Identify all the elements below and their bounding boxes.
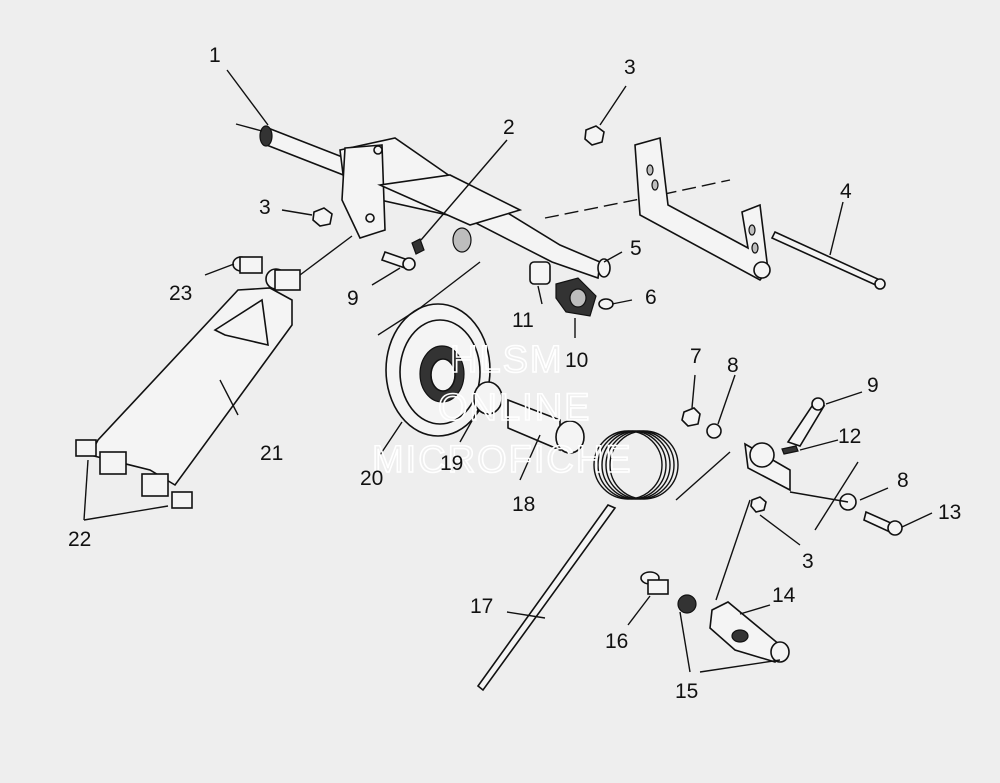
callout-5: 5 xyxy=(630,237,642,260)
callout-3-left: 3 xyxy=(259,196,271,219)
callout-22: 22 xyxy=(68,528,91,551)
arm-link xyxy=(744,442,791,492)
spacer-18 xyxy=(507,398,585,454)
bolt-13 xyxy=(863,510,903,536)
end-cap-10 xyxy=(555,277,597,317)
bracket-14 xyxy=(709,601,790,663)
bushings-23 xyxy=(232,256,301,291)
callout-3-right: 3 xyxy=(802,550,814,573)
callout-8-top: 8 xyxy=(727,354,739,377)
callout-10: 10 xyxy=(565,349,588,372)
callout-2: 2 xyxy=(503,116,515,139)
callout-18: 18 xyxy=(512,493,535,516)
idler-wheel-20 xyxy=(385,303,491,437)
callout-14: 14 xyxy=(772,584,796,607)
callout-9-right: 9 xyxy=(867,374,879,397)
callout-21: 21 xyxy=(260,442,283,465)
callout-3-top: 3 xyxy=(624,56,636,79)
watermark-line-3: MICROFICHE xyxy=(372,439,633,481)
washer-15 xyxy=(677,594,697,614)
callout-15: 15 xyxy=(675,680,698,703)
callout-numbers: 1 2 3 3 3 4 5 6 7 8 8 9 9 10 11 12 13 14… xyxy=(68,44,961,703)
bushing-16 xyxy=(640,571,669,595)
rod-4 xyxy=(770,230,886,290)
callout-19: 19 xyxy=(440,452,463,475)
pin-12 xyxy=(781,445,799,455)
torsion-spring-17 xyxy=(476,430,679,692)
nut-7 xyxy=(681,407,701,427)
callout-16: 16 xyxy=(605,630,628,653)
nut-3-left xyxy=(312,207,333,227)
rear-bracket xyxy=(634,136,771,282)
washer-8-top xyxy=(706,423,722,439)
leader-lines xyxy=(83,69,933,673)
bushing-11 xyxy=(529,261,551,285)
bolt-9-left xyxy=(380,250,416,271)
callout-20: 20 xyxy=(360,467,383,490)
callout-8-right: 8 xyxy=(897,469,909,492)
callout-23: 23 xyxy=(169,282,192,305)
bushings-22 xyxy=(75,439,193,509)
callout-13: 13 xyxy=(938,501,961,524)
callout-17: 17 xyxy=(470,595,493,618)
ring-6 xyxy=(598,298,614,310)
bolt-9-right xyxy=(786,397,826,447)
watermark-line-2: ONLINE xyxy=(438,387,591,429)
callout-12: 12 xyxy=(838,425,861,448)
grease-fitting-2 xyxy=(411,238,425,255)
watermark: HLSM ONLINE MICROFICHE xyxy=(371,338,633,482)
bushing-19 xyxy=(473,381,503,415)
front-arm-shaft xyxy=(259,125,611,280)
axle-centerline xyxy=(544,179,731,219)
callout-7: 7 xyxy=(690,345,702,368)
callout-1: 1 xyxy=(209,44,221,67)
callout-11: 11 xyxy=(512,309,534,332)
callout-9-left: 9 xyxy=(347,287,359,310)
nut-3-right xyxy=(750,496,767,513)
nut-3-top xyxy=(584,125,605,146)
callout-6: 6 xyxy=(645,286,657,309)
link-arm-21 xyxy=(88,287,293,487)
watermark-line-1: HLSM xyxy=(450,339,564,381)
callout-4: 4 xyxy=(840,180,852,203)
